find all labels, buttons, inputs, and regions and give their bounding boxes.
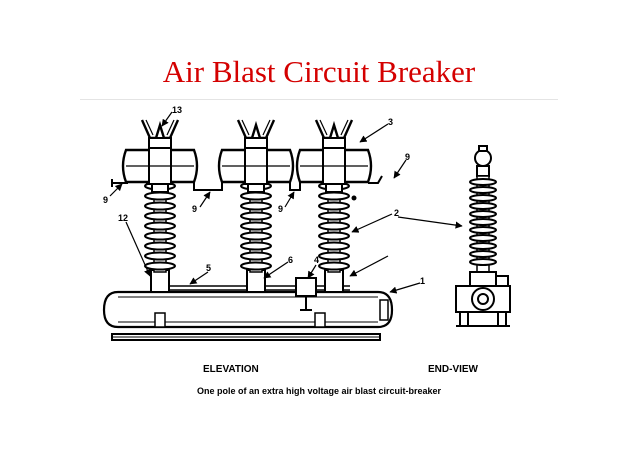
diagram-caption: One pole of an extra high voltage air bl… (196, 386, 442, 396)
valve-actuator (295, 277, 317, 311)
label-9-mid-left: 9 (192, 204, 197, 214)
label-3: 3 (388, 117, 393, 127)
label-9-right: 9 (405, 152, 410, 162)
part-number-labels: 13 3 9 9 9 9 12 2 5 6 4 1 (103, 105, 463, 294)
label-9-mid-right: 9 (278, 204, 283, 214)
label-12: 12 (118, 213, 128, 223)
label-1: 1 (420, 276, 425, 286)
label-4: 4 (314, 255, 319, 265)
label-9-left: 9 (103, 195, 108, 205)
label-6: 6 (288, 255, 293, 265)
end-view: END-VIEW (428, 145, 511, 375)
air-receiver-tank (102, 290, 394, 329)
elevation-label: ELEVATION (203, 364, 259, 375)
end-view-label: END-VIEW (428, 364, 479, 375)
label-13: 13 (172, 105, 182, 115)
title-divider (80, 99, 558, 100)
slide-title: Air Blast Circuit Breaker (162, 54, 476, 89)
elevation-view: 13 3 9 9 9 9 12 2 5 6 4 1 (102, 105, 463, 375)
label-2: 2 (394, 208, 399, 218)
label-5: 5 (206, 263, 211, 273)
